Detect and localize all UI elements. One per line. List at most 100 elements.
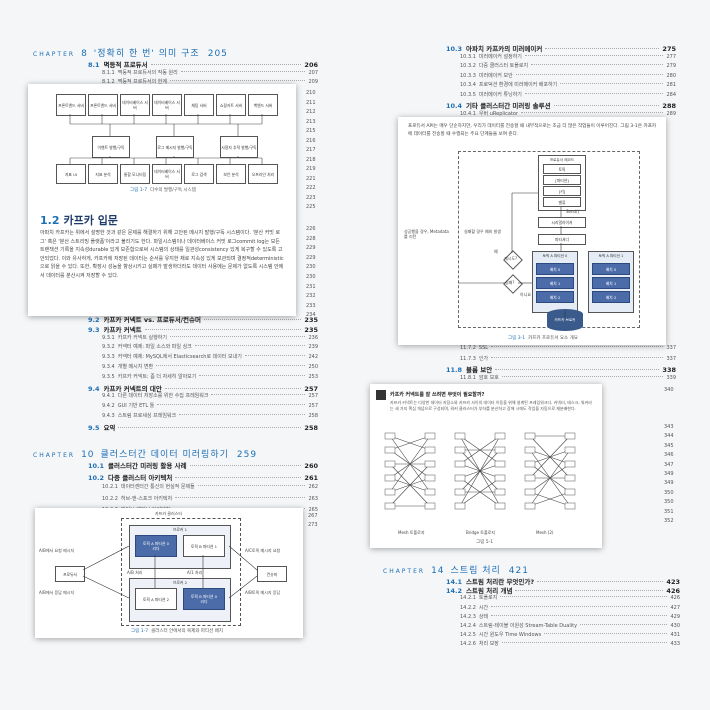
toc-leader	[501, 642, 668, 644]
topology-node	[454, 446, 466, 454]
toc-entry-page: 338	[662, 366, 676, 374]
toc-page-number: 226	[306, 226, 316, 232]
toc-entry-number: 14.2.1	[460, 595, 476, 602]
figure-caption: 그림 5-1	[476, 540, 494, 545]
toc-leader	[524, 92, 664, 94]
topology-node	[454, 502, 466, 510]
topology-node	[524, 432, 536, 440]
toc-page-number: 213	[306, 118, 316, 125]
toc-entry-title: 커넥터 예제: MySQL에서 Elasticsearch로 데이터 보내기	[117, 354, 242, 361]
topology-edge	[389, 435, 431, 451]
page-card-sidebar: 카프카 커넥트를 잘 쓰려면 무엇이 필요할까? 카프카 커넥트는 다양한 데이…	[370, 384, 602, 548]
chapter-title: 스트림 처리	[450, 566, 501, 576]
toc-entry-page: 337	[666, 355, 676, 362]
batch-item: 배치 2	[536, 291, 574, 303]
toc-page-number: 346	[664, 452, 674, 459]
record-fields: 토픽[파티션][키]밸류	[543, 163, 581, 208]
toc-entry-page: 262	[308, 484, 318, 490]
diagram-connectors	[69, 114, 263, 164]
topology-node	[564, 432, 576, 440]
toc-entry-page: 257	[304, 384, 318, 393]
toc-page-number: 349	[664, 471, 674, 477]
batch-item: 배치 1	[536, 277, 574, 289]
toc-page-number: 222	[306, 185, 316, 191]
toc-entry-number: 10.2.2	[102, 495, 118, 502]
toc-page-number: 219	[306, 166, 316, 172]
toc-entry-title: 우버 uReplicator	[478, 110, 519, 117]
toc-entry-title: 시간 윈도우 Time Windows	[478, 632, 542, 639]
chapter-title: 클러스터간 데이터 미러링하기	[100, 450, 229, 460]
toc-entry-title: 카프카 커넥트	[103, 325, 142, 334]
topology-node	[564, 474, 576, 482]
toc-page-number: 210	[306, 90, 316, 96]
toc-entry-number: 11.8.1	[460, 374, 476, 381]
toc-entry-page: 261	[304, 473, 318, 482]
toc-leader	[560, 83, 664, 84]
toc-entry-title: 커넥터 예제: 파일 소스와 파일 싱크	[117, 344, 192, 351]
toc-entry-title: 다른 데이터 저장소를 위한 수집 프레임워크	[117, 393, 209, 400]
toc-entry-page: 280	[666, 72, 676, 79]
topology-node	[494, 502, 506, 510]
toc-leader	[491, 605, 668, 607]
topology-node	[494, 432, 506, 440]
chapter-title: '정확히 한 번' 의미 구조	[93, 49, 200, 59]
toc-page-number: 228	[306, 235, 316, 242]
toc-entry-number: 14.2.4	[460, 623, 476, 629]
topology-node	[564, 502, 576, 510]
toc-page-number: 350	[664, 499, 674, 506]
mid-left-label: A/B 처리	[127, 570, 143, 575]
toc-page-number: 351	[664, 508, 674, 515]
toc-leader	[524, 54, 664, 56]
topology-edge	[529, 435, 571, 479]
toc-entry-page: 235	[304, 316, 318, 324]
diagram-node: 프론트엔드 서버	[56, 94, 86, 116]
toc-entry-title: 상태	[478, 613, 489, 620]
batch-item: 배치 0	[592, 263, 630, 275]
toc-entry-number: 10.3	[446, 45, 463, 53]
toc-entry-page: 250	[308, 364, 318, 370]
note-icon	[376, 390, 386, 400]
toc-entry-number: 9.3.2	[102, 344, 115, 351]
topology-edge	[459, 477, 501, 507]
toc-entry-title: GUI 기반 ETL 툴	[117, 403, 155, 410]
toc-entry-page: 258	[304, 423, 318, 432]
toc-entry-title: 다중 클러스터 아키텍처	[108, 473, 173, 482]
batch-item: 배치 1	[592, 277, 630, 289]
toc-entry-title: 스트림 처리란 무엇인가?	[466, 578, 535, 586]
toc-page-number: 340	[664, 387, 674, 393]
toc-entry-page: 277	[666, 53, 676, 60]
toc-entry-number: 10.2.1	[102, 484, 118, 490]
toc-entry-page: 337	[666, 345, 676, 351]
toc-leader	[150, 64, 302, 65]
topology-node	[494, 488, 506, 496]
toc-leader	[169, 335, 306, 337]
left-top-label: A/B에서 요청 메시지	[39, 548, 75, 553]
toc-leader	[544, 633, 668, 635]
topology-edge	[529, 449, 571, 507]
diagram-node: 오프라인 처리	[248, 164, 278, 184]
toc-entry-number: 9.3.1	[102, 334, 115, 341]
record-field: 밸류	[543, 197, 581, 207]
diagram-node: 사용자 추적 발행/구독	[220, 136, 258, 158]
toc-leader	[500, 596, 668, 598]
toc-entry-number: 9.3.5	[102, 373, 115, 380]
toc-entry-page: 279	[666, 63, 676, 69]
toc-entry-number: 9.4.3	[102, 413, 115, 419]
toc-entry-page: 288	[662, 102, 676, 110]
topology-node	[424, 474, 436, 482]
send-label: Send()	[566, 209, 580, 214]
toc-entry-title: 아파치 카프카의 미러메이커	[466, 45, 543, 53]
toc-entry-page: 253	[308, 373, 318, 380]
